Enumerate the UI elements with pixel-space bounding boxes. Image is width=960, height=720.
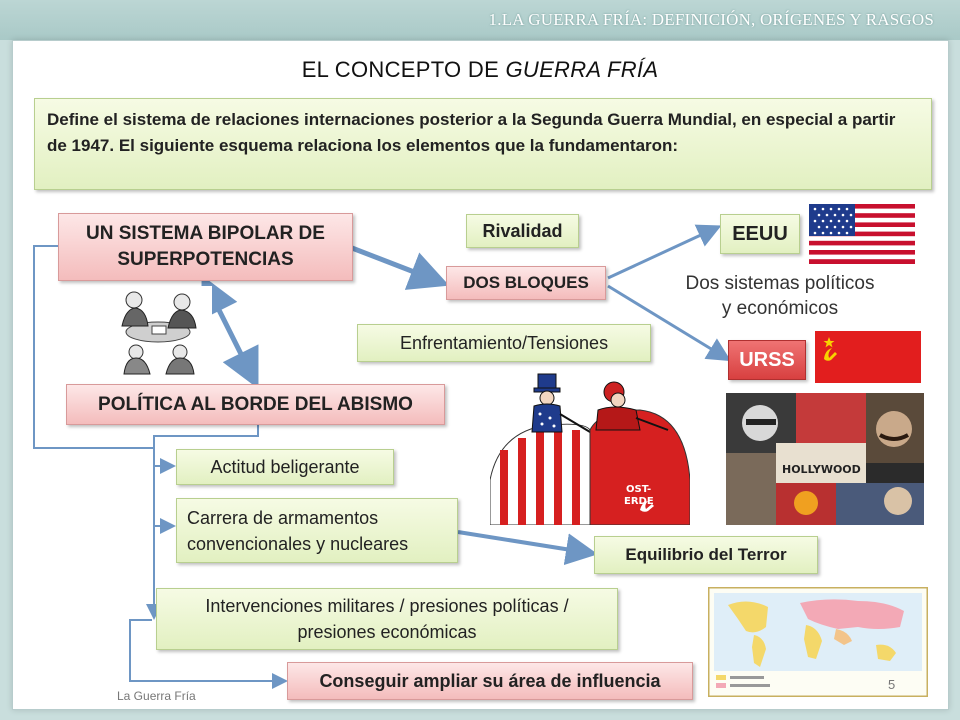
intervenciones-line1: Intervenciones militares / presiones pol… xyxy=(205,596,569,616)
sistemas-line1: Dos sistemas políticos xyxy=(685,273,875,294)
box-politica-abismo: POLÍTICA AL BORDE DEL ABISMO xyxy=(66,384,445,425)
slide-title: EL CONCEPTO DE GUERRA FRÍA xyxy=(0,57,960,83)
box-rivalidad: Rivalidad xyxy=(466,214,579,248)
cartoon-ost-label: OST- xyxy=(626,484,651,495)
section-title: 1.LA GUERRA FRÍA: DEFINICIÓN, ORÍGENES Y… xyxy=(488,10,934,29)
arrow-intervenciones-to-conseguir xyxy=(129,619,288,689)
box-carrera-armamentos: Carrera de armamentos convencionales y n… xyxy=(176,498,458,563)
box-equilibrio-terror: Equilibrio del Terror xyxy=(594,536,818,574)
world-map-icon xyxy=(708,587,928,697)
us-flag-icon xyxy=(809,204,915,264)
cartoon-erde-label: ERDE xyxy=(624,496,654,507)
intro-box: Define el sistema de relaciones internac… xyxy=(34,98,932,190)
title-emphasis: GUERRA FRÍA xyxy=(505,57,659,82)
page-number: 5 xyxy=(888,677,896,692)
collage-hollywood-label: HOLLYWOOD xyxy=(782,463,861,476)
sistemas-line2: y económicos xyxy=(721,298,839,319)
box-actitud-beligerante: Actitud beligerante xyxy=(176,449,394,485)
box-eeuu: EEUU xyxy=(720,214,800,254)
arrow-bipolar-to-bloques xyxy=(351,245,450,290)
box-dos-bloques: DOS BLOQUES xyxy=(446,266,606,300)
arrow-carrera-to-equilibrio xyxy=(457,530,598,566)
box-urss: URSS xyxy=(728,340,806,380)
bipolar-line2: SUPERPOTENCIAS xyxy=(117,249,294,270)
header-bar: 1.LA GUERRA FRÍA: DEFINICIÓN, ORÍGENES Y… xyxy=(0,0,960,40)
arrow-bloques-to-urss xyxy=(607,284,732,362)
box-conseguir-area: Conseguir ampliar su área de influencia xyxy=(287,662,693,700)
carrera-line1: Carrera de armamentos xyxy=(187,508,379,528)
dos-sistemas-text: Dos sistemas políticos y económicos xyxy=(640,271,920,321)
cartoon-uncle-sam-vs-soviet-icon: OST- ERDE xyxy=(490,370,690,525)
branch-abismo xyxy=(153,424,259,612)
intervenciones-line2: presiones económicas xyxy=(297,622,477,642)
carrera-line2: convencionales y nucleares xyxy=(187,534,409,554)
bipolar-line1: UN SISTEMA BIPOLAR DE xyxy=(86,223,325,244)
title-prefix: EL CONCEPTO DE xyxy=(301,57,500,82)
box-enfrentamiento: Enfrentamiento/Tensiones xyxy=(357,324,651,362)
box-sistema-bipolar: UN SISTEMA BIPOLAR DE SUPERPOTENCIAS xyxy=(58,213,353,281)
arrow-bloques-to-eeuu xyxy=(607,224,722,280)
arrow-bipolar-abismo xyxy=(201,275,259,389)
footer-label: La Guerra Fría xyxy=(117,689,196,703)
ussr-flag-icon xyxy=(815,331,921,383)
propaganda-collage-icon: HOLLYWOOD xyxy=(726,393,924,525)
cartoon-leaders-icon xyxy=(104,286,212,376)
box-intervenciones: Intervenciones militares / presiones pol… xyxy=(156,588,618,650)
